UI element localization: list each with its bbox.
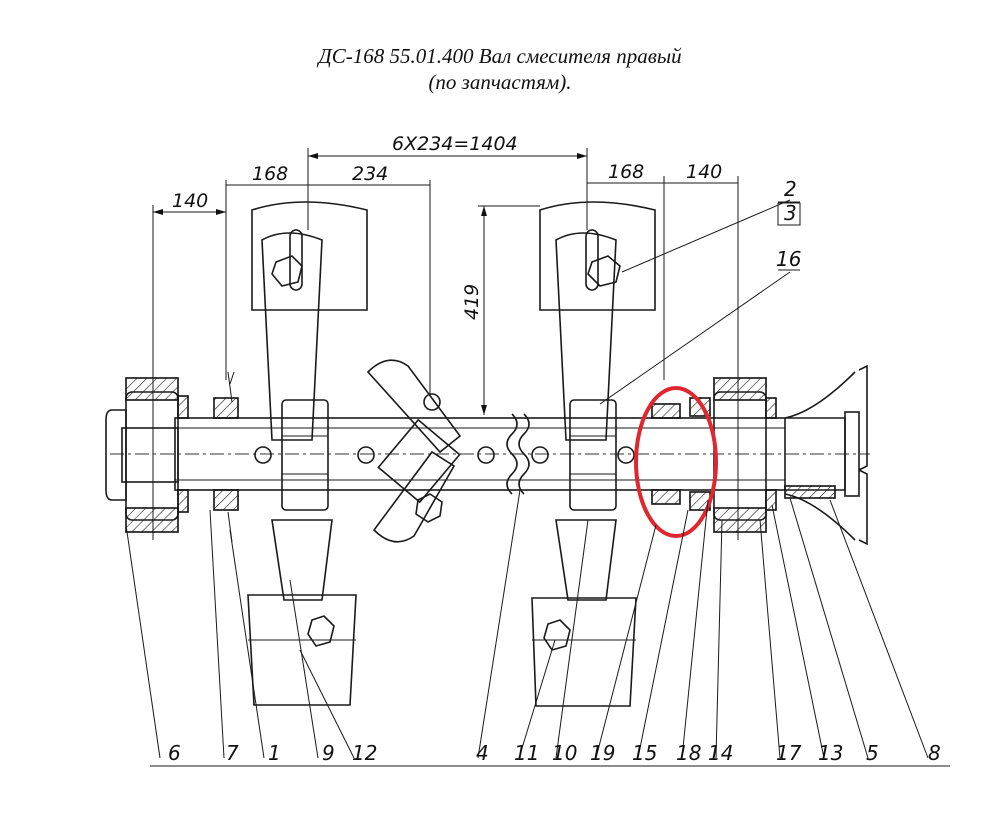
part-labels-top: 2 3 16 — [776, 177, 801, 271]
part-label-6: 6 — [168, 741, 181, 765]
right-bearing — [651, 364, 868, 546]
diagram-title-line2: (по запчастям). — [428, 70, 572, 94]
part-label-7: 7 — [226, 741, 239, 765]
right-paddle — [531, 201, 656, 707]
dim-168-right: 168 — [608, 161, 644, 183]
part-labels-bottom: 6 7 1 9 12 4 11 10 19 15 18 14 17 13 5 8 — [168, 741, 941, 765]
middle-paddle — [366, 359, 462, 543]
part-label-13: 13 — [818, 741, 843, 765]
part-label-17: 17 — [776, 741, 802, 765]
left-bearing — [105, 370, 239, 543]
dim-140-left: 140 — [172, 190, 208, 212]
part-label-3: 3 — [784, 201, 797, 225]
dimension-lines — [152, 148, 739, 415]
highlight-ellipse — [634, 386, 718, 538]
part-label-4: 4 — [476, 741, 489, 765]
part-label-5: 5 — [866, 741, 879, 765]
part-label-11: 11 — [514, 741, 539, 765]
part-label-16: 16 — [776, 247, 801, 271]
diagram-title-line1: ДС-168 55.01.400 Вал смесителя правый — [318, 44, 682, 68]
part-label-12: 12 — [352, 741, 377, 765]
dimension-texts: 140 168 234 6Х234=1404 168 140 419 — [172, 133, 722, 320]
part-label-15: 15 — [632, 741, 657, 765]
part-label-14: 14 — [708, 741, 733, 765]
part-label-18: 18 — [676, 741, 701, 765]
dim-234: 234 — [352, 163, 388, 185]
part-label-2: 2 — [784, 177, 797, 201]
part-label-9: 9 — [322, 741, 335, 765]
dim-168-left: 168 — [252, 163, 288, 185]
left-paddle — [247, 201, 368, 706]
leader-lines — [125, 199, 929, 759]
part-label-1: 1 — [268, 741, 281, 765]
dim-419: 419 — [461, 284, 483, 320]
part-label-10: 10 — [552, 741, 577, 765]
main-shaft — [110, 413, 870, 495]
dim-140-right: 140 — [686, 161, 722, 183]
dim-total: 6Х234=1404 — [392, 133, 518, 155]
part-label-19: 19 — [590, 741, 615, 765]
part-label-8: 8 — [928, 741, 941, 765]
